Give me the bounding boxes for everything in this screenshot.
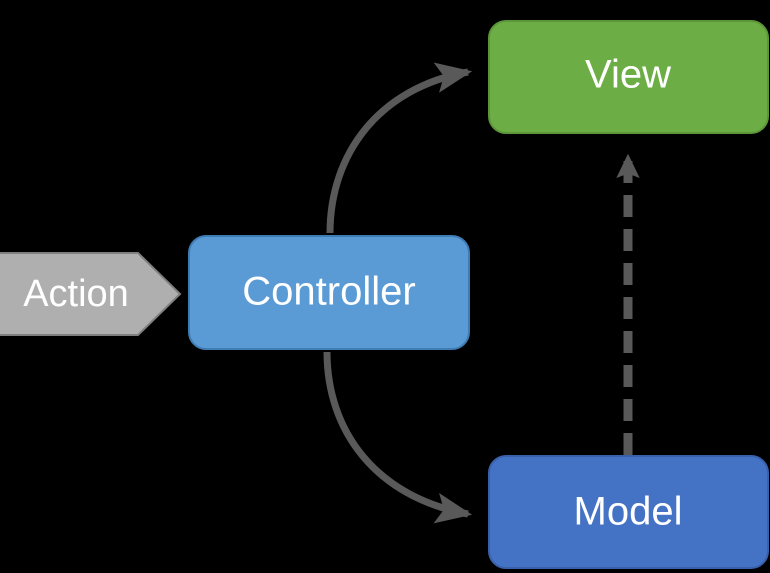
action-label: Action: [23, 273, 129, 315]
node-action[interactable]: Action: [0, 252, 182, 336]
node-model[interactable]: Model: [488, 455, 769, 569]
view-label: View: [585, 53, 671, 97]
edge-controller-to-model: [323, 351, 473, 524]
view-box-shape: [488, 20, 769, 134]
model-label: Model: [574, 490, 683, 534]
node-view[interactable]: View: [488, 20, 769, 134]
action-pentagon-shape: [0, 252, 182, 336]
edge-controller-to-view: [326, 62, 473, 234]
node-controller[interactable]: Controller: [188, 235, 470, 350]
model-box-shape: [488, 455, 769, 569]
controller-box-shape: [188, 235, 470, 350]
controller-label: Controller: [242, 270, 415, 314]
edge-controller-to-view-path: [326, 62, 473, 234]
edge-controller-to-model-path: [323, 351, 473, 524]
